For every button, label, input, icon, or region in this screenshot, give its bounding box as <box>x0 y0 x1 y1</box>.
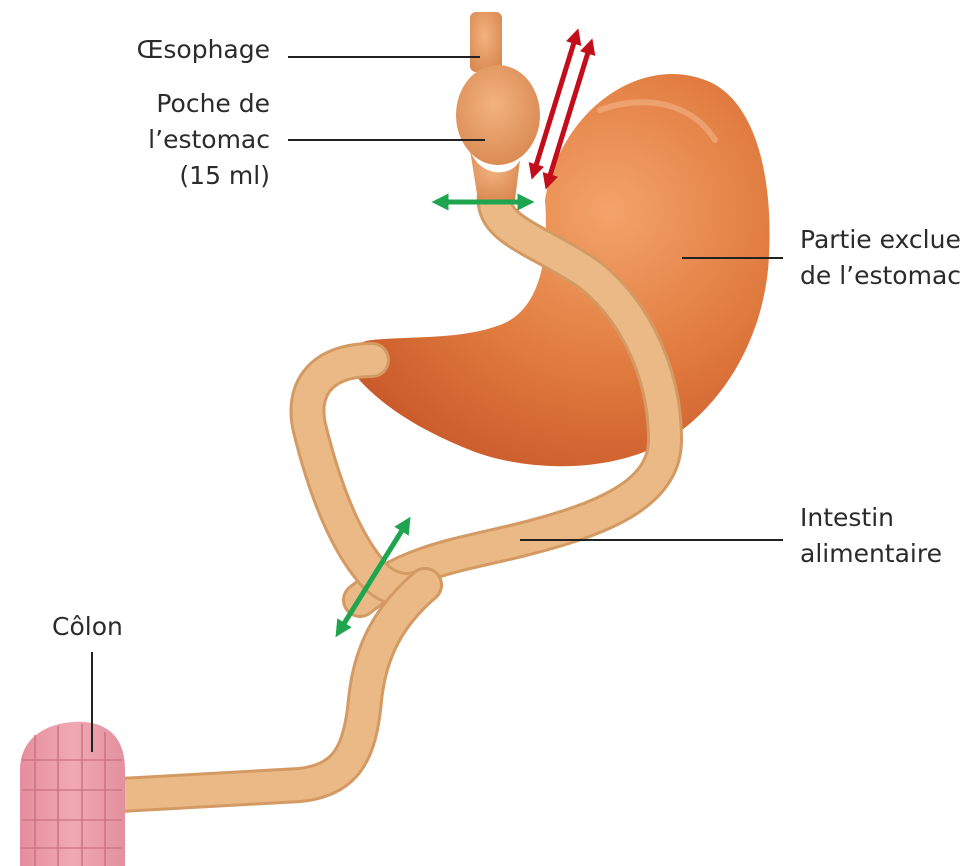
label-colon-text: Côlon <box>52 609 123 645</box>
colon <box>20 722 125 866</box>
label-partie-exclue: Partie exclue de l’estomac <box>800 222 961 294</box>
label-oesophage-text: Œsophage <box>120 32 270 68</box>
label-poche-line-2: l’estomac <box>110 122 270 158</box>
label-intestin-line-2: alimentaire <box>800 536 942 572</box>
label-partie-line-2: de l’estomac <box>800 258 961 294</box>
label-poche-line-1: Poche de <box>110 86 270 122</box>
common-channel <box>120 585 425 795</box>
label-oesophage: Œsophage <box>120 32 270 68</box>
label-partie-line-1: Partie exclue <box>800 222 961 258</box>
label-poche-estomac: Poche de l’estomac (15 ml) <box>110 86 270 194</box>
stomach-pouch <box>456 65 540 200</box>
label-intestin-line-1: Intestin <box>800 500 942 536</box>
label-poche-line-3: (15 ml) <box>110 158 270 194</box>
esophagus <box>470 12 502 72</box>
label-intestin-alimentaire: Intestin alimentaire <box>800 500 942 572</box>
label-colon: Côlon <box>52 609 123 645</box>
